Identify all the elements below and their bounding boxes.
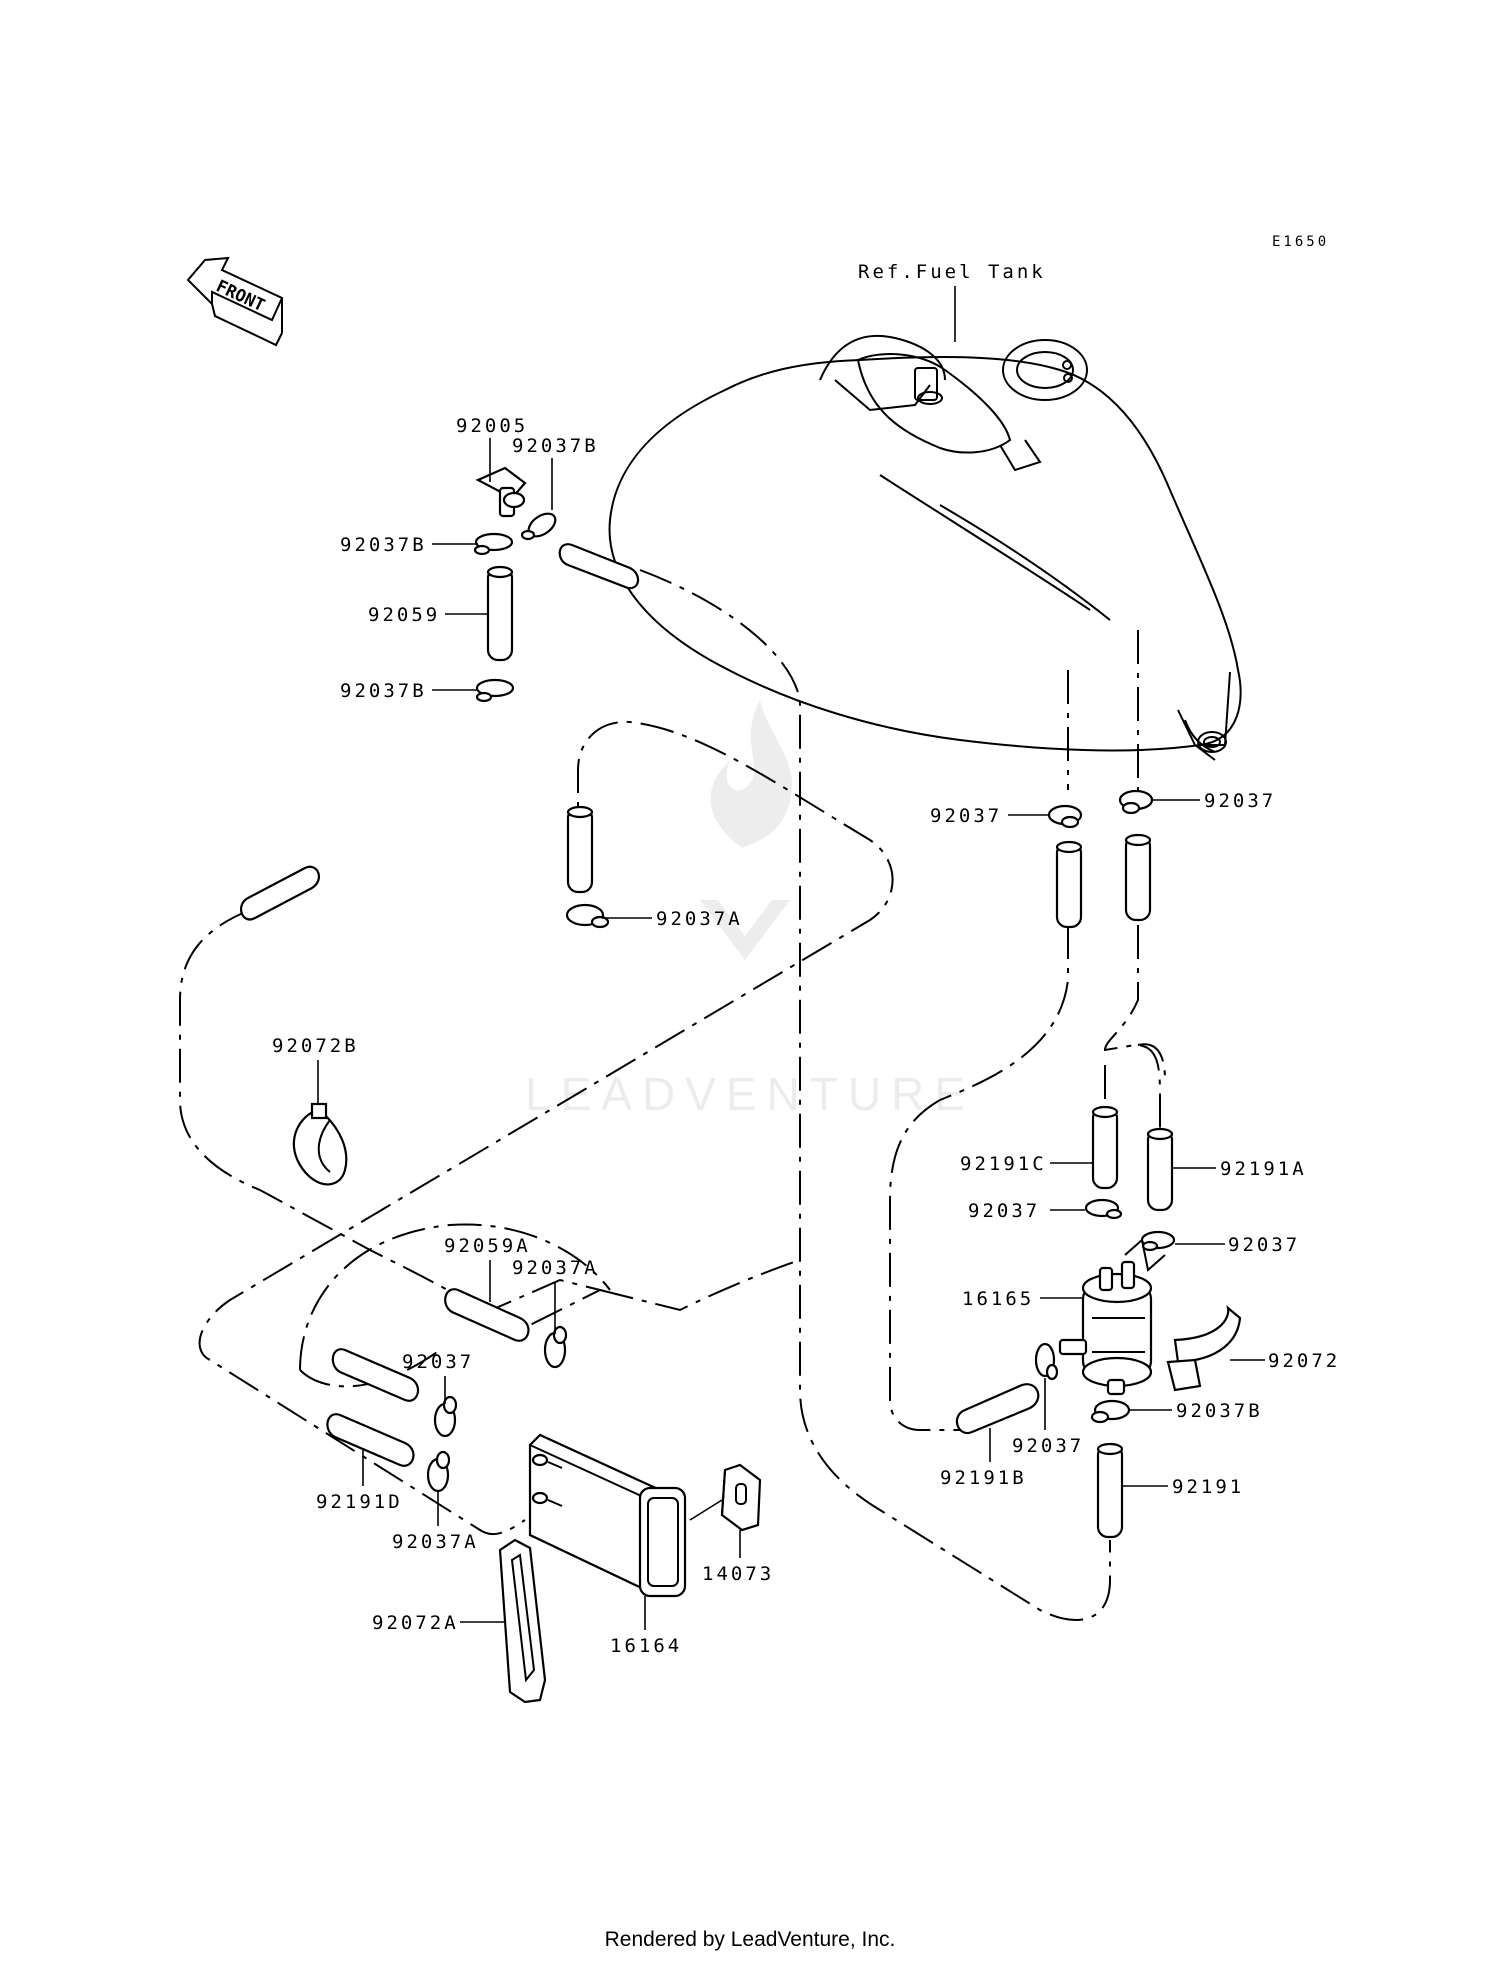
t-fitting-92005 <box>475 466 527 518</box>
label-92072: 92072 <box>1268 1350 1340 1372</box>
clamp-92037-tank-left <box>1047 804 1083 829</box>
hose-tank-left <box>1055 840 1083 929</box>
clamp-92037-under <box>1034 1342 1059 1381</box>
clamp-92037B-low <box>475 678 515 703</box>
label-92037-tank-left: 92037 <box>930 805 1002 827</box>
label-92059: 92059 <box>368 604 440 626</box>
clamp-92037A-mid <box>565 903 610 929</box>
hose-92191 <box>1096 1442 1124 1539</box>
label-92059A: 92059A <box>444 1235 531 1257</box>
hose-92191D <box>326 1413 415 1467</box>
clamp-92037B-top <box>520 512 557 541</box>
label-92191C: 92191C <box>960 1153 1047 1175</box>
strap-92072B <box>292 1102 348 1186</box>
label-92037B-pump: 92037B <box>1176 1400 1263 1422</box>
clamp-92037-canister <box>433 1395 458 1438</box>
label-92037-under: 92037 <box>1012 1435 1084 1457</box>
pump-connector-line <box>1124 1238 1166 1272</box>
fuel-pump-16165 <box>1058 1260 1153 1396</box>
label-92037A-canister: 92037A <box>512 1257 599 1279</box>
ref-fuel-tank-label: Ref.Fuel Tank <box>858 261 1046 283</box>
hose-tank-right <box>1124 833 1152 922</box>
watermark: LEADVENTURE <box>525 700 975 1120</box>
front-arrow-icon: FRONT <box>186 256 284 347</box>
canister-16164 <box>528 1433 687 1598</box>
clamp-92037A-canister <box>543 1325 568 1369</box>
label-92191A: 92191A <box>1220 1158 1307 1180</box>
strap-92072A <box>498 1538 547 1704</box>
label-92037-pump-left: 92037 <box>968 1200 1040 1222</box>
label-92037A-mid: 92037A <box>656 908 743 930</box>
hose-92059A <box>444 1288 530 1342</box>
hose-routing <box>179 569 1166 1621</box>
label-92037-pump-right: 92037 <box>1228 1234 1300 1256</box>
clamp-92037B-left <box>473 532 514 556</box>
label-92037-tank-right: 92037 <box>1204 790 1276 812</box>
hose-92191B <box>955 1383 1040 1435</box>
clamp-92037-tank-right <box>1118 789 1154 815</box>
label-92191: 92191 <box>1172 1476 1244 1498</box>
hose-canister-upper <box>331 1348 420 1402</box>
clamp-92037-pump-left <box>1084 1198 1123 1220</box>
leader-lines <box>317 438 1265 1630</box>
front-label: FRONT <box>213 276 268 316</box>
label-92005: 92005 <box>456 415 528 437</box>
watermark-text: LEADVENTURE <box>525 1068 975 1120</box>
strap-92072 <box>1166 1305 1242 1392</box>
label-14073: 14073 <box>702 1563 774 1585</box>
label-92191D: 92191D <box>316 1491 403 1513</box>
hose-mid-left <box>566 805 594 894</box>
bracket-14073 <box>720 1463 762 1532</box>
label-16164: 16164 <box>610 1635 682 1657</box>
clamp-92037-pump-right <box>1140 1230 1176 1252</box>
hose-92059 <box>486 565 514 662</box>
label-92037B-left: 92037B <box>340 534 427 556</box>
clamp-92037B-pump <box>1090 1399 1131 1424</box>
label-92191B: 92191B <box>940 1467 1027 1489</box>
label-92037B-low: 92037B <box>340 680 427 702</box>
hose-92191C <box>1091 1105 1119 1190</box>
hose-far-left <box>239 865 321 921</box>
label-92072B: 92072B <box>272 1035 359 1057</box>
clamp-92037A-low <box>426 1450 451 1493</box>
label-92037B-top: 92037B <box>512 435 599 457</box>
label-16165: 16165 <box>962 1288 1034 1310</box>
label-92072A: 92072A <box>372 1612 459 1634</box>
footer-credit: Rendered by LeadVenture, Inc. <box>605 1928 896 1951</box>
hose-92191A <box>1146 1127 1174 1212</box>
part-labels: 92005 92037B 92037B 92059 92037B 92037A … <box>272 415 1340 1657</box>
fuel-tank: Ref.Fuel Tank <box>608 261 1242 761</box>
diagram-code: E1650 <box>1272 234 1329 250</box>
label-92037-canister: 92037 <box>402 1351 474 1373</box>
label-92037A-low: 92037A <box>392 1531 479 1553</box>
hose-tank-vent <box>558 543 640 590</box>
